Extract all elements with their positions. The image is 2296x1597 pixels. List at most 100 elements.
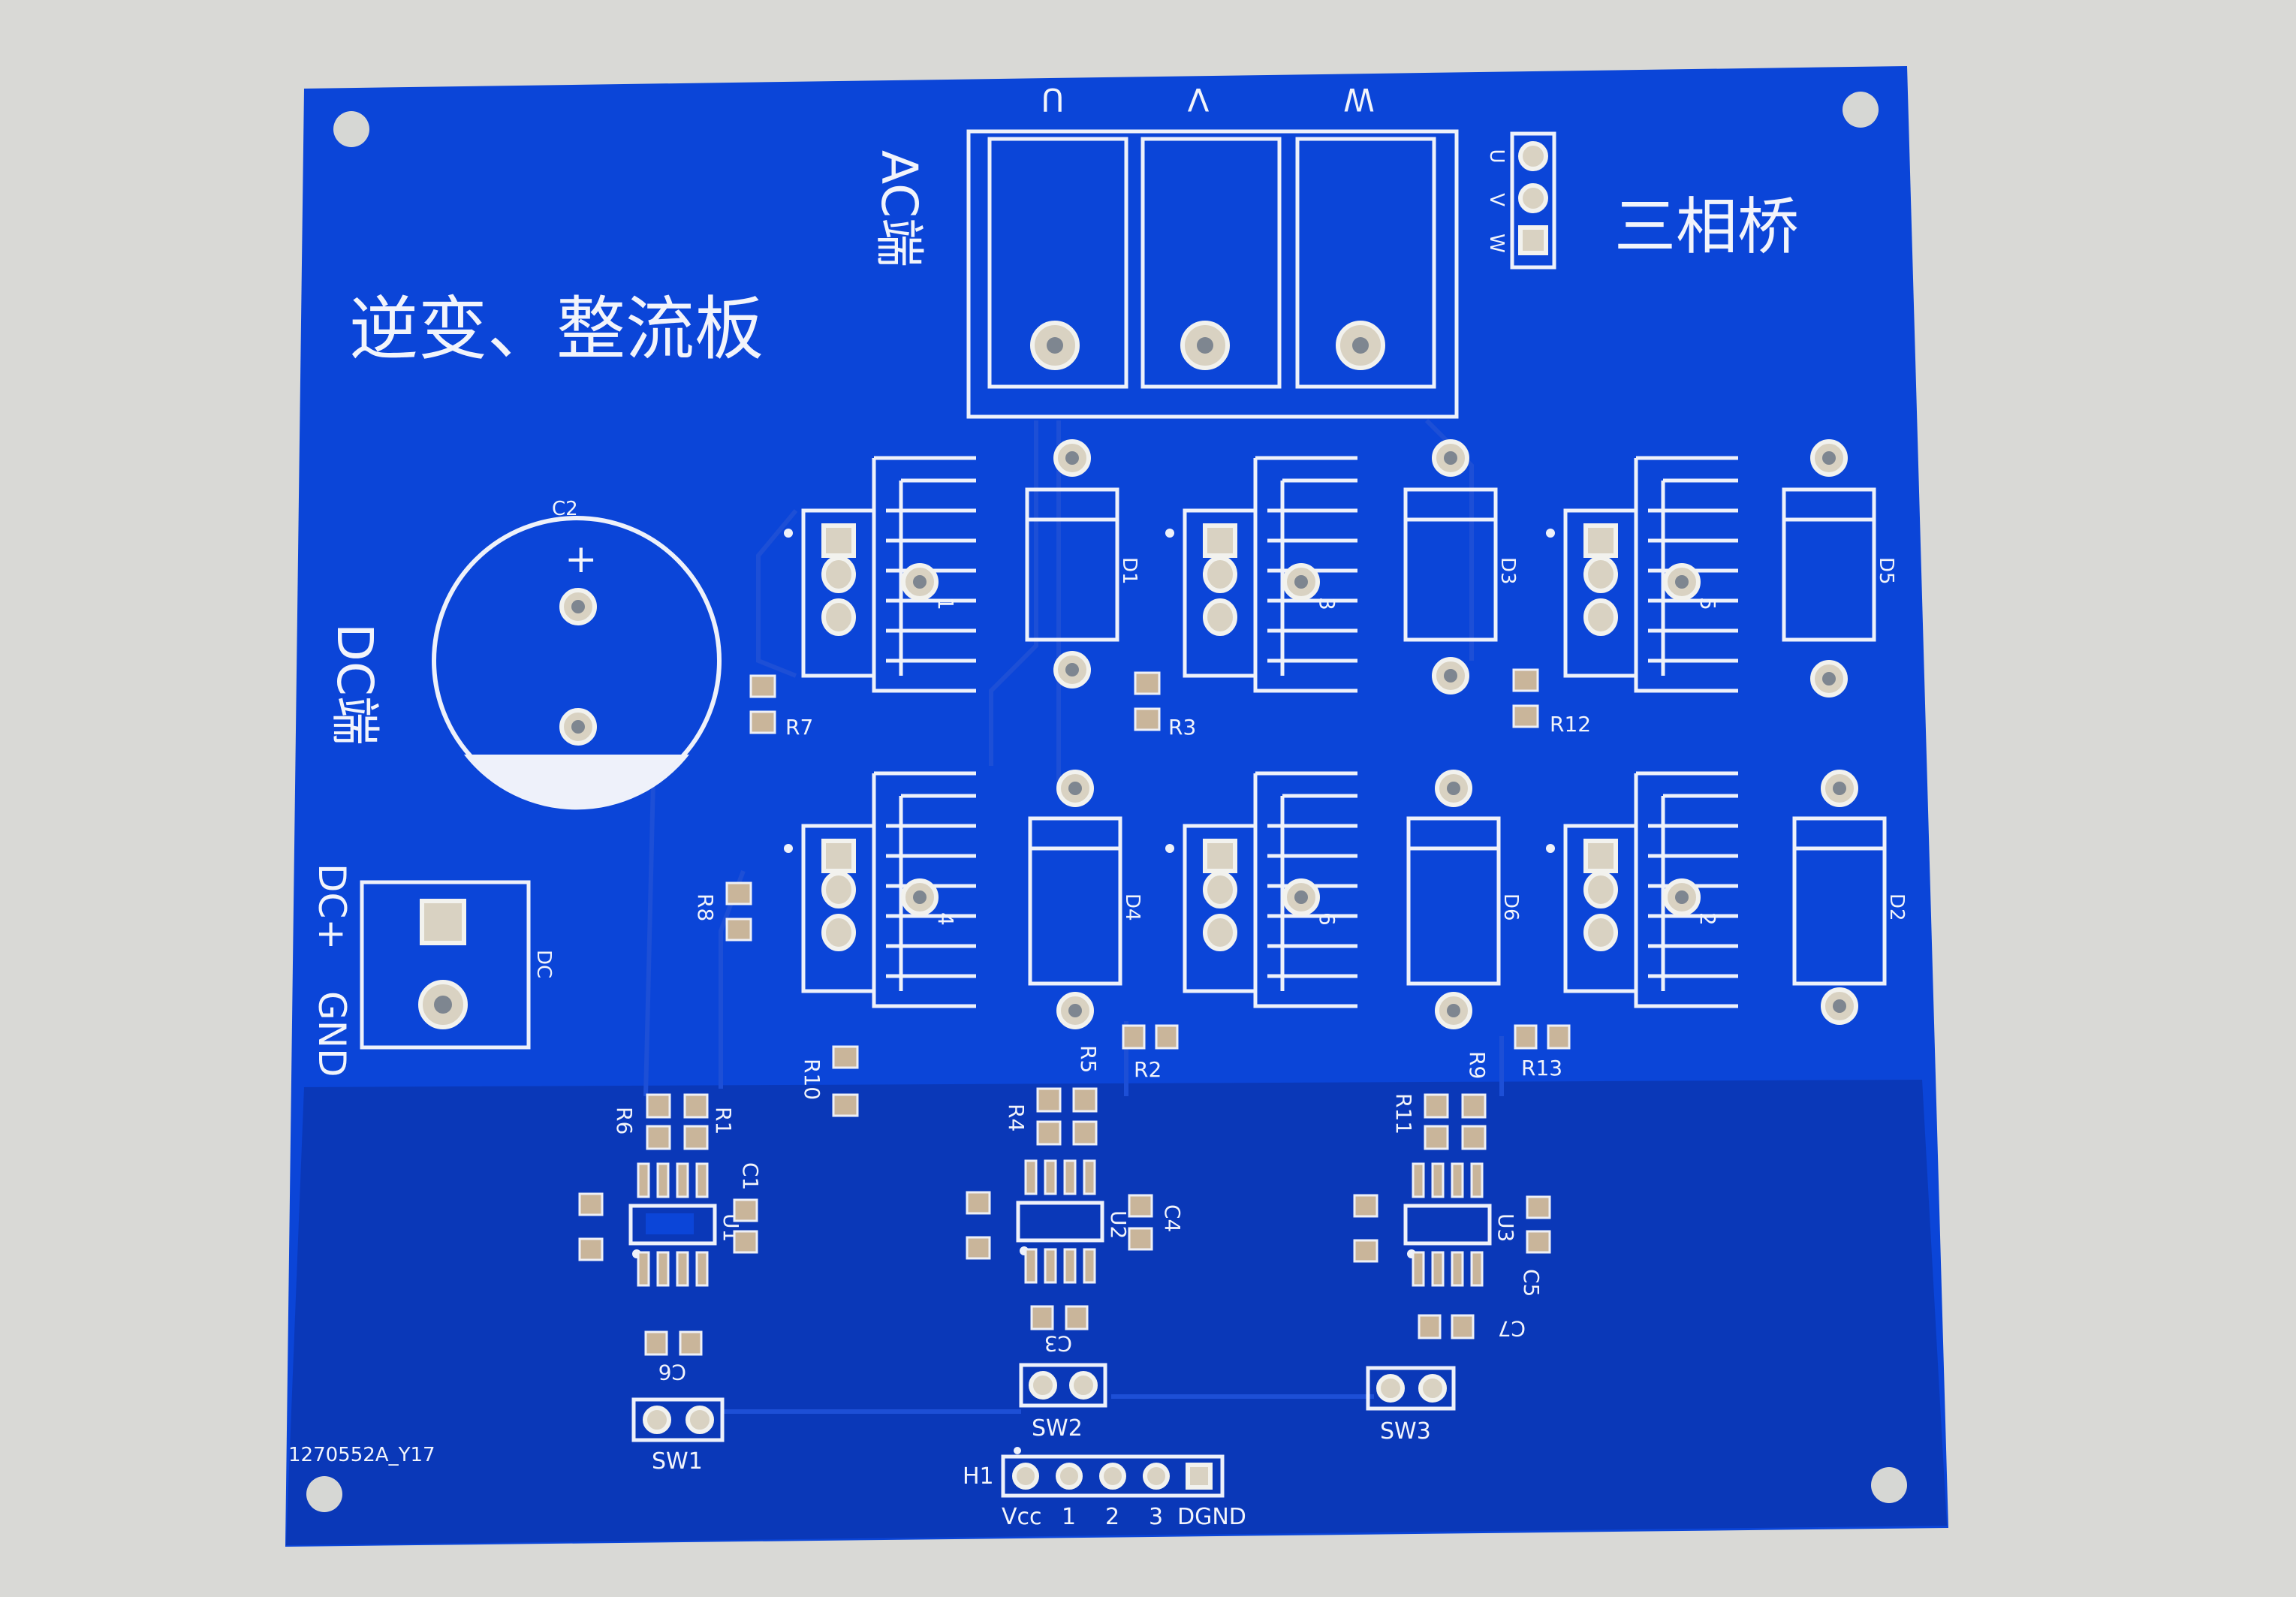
ic-u2: U2 <box>1016 1159 1131 1284</box>
diode-d6: D6 <box>1406 770 1522 1029</box>
mosfet-q3-ref: 3 <box>1315 597 1339 610</box>
board-title: 逆变、整流板 <box>349 289 764 369</box>
resistor-r1: R1 <box>683 1093 736 1150</box>
mosfet-q3: 3 <box>1165 456 1357 693</box>
diode-d2: D2 <box>1792 770 1908 1025</box>
svg-text:SW1: SW1 <box>652 1448 703 1475</box>
svg-text:R6: R6 <box>612 1107 637 1134</box>
dc-side-label: DC端 <box>326 623 384 746</box>
svg-text:R3: R3 <box>1168 715 1196 740</box>
resistor-r8: R8 <box>693 881 752 942</box>
zener-markers <box>578 1191 1379 1263</box>
svg-text:SW2: SW2 <box>1032 1415 1083 1442</box>
resistor-r13: R13 <box>1514 1024 1571 1080</box>
capacitor-c5: C6 <box>644 1330 703 1385</box>
svg-text:R7: R7 <box>785 715 813 740</box>
header-v-label: V <box>1485 193 1508 206</box>
dc-plus-label: DC+ <box>310 863 354 950</box>
svg-text:3: 3 <box>1149 1504 1163 1530</box>
svg-text:U2: U2 <box>1106 1210 1131 1239</box>
diode-d2-ref: D2 <box>1885 893 1908 921</box>
svg-text:R9: R9 <box>1465 1051 1490 1079</box>
bulk-capacitor: + C2 <box>432 498 722 810</box>
diode-d5: D5 <box>1782 439 1897 698</box>
diode-d3-ref: D3 <box>1496 557 1519 585</box>
capacitor-plus-sign: + <box>565 537 598 582</box>
resistor-r5: R5 <box>1072 1045 1101 1146</box>
dc-connector: DC+ GND DC <box>310 863 555 1077</box>
resistor-r4: R4 <box>1004 1087 1062 1146</box>
header-w-label: W <box>1485 234 1508 253</box>
resistor-r11: R11 <box>1391 1093 1449 1150</box>
switch-sw1: SW1 <box>631 1397 725 1475</box>
capacitor-c1: C1 <box>733 1162 763 1254</box>
ic-u1: U1 <box>628 1162 743 1287</box>
capacitor-c3: C3 <box>1030 1305 1089 1356</box>
svg-text:R1: R1 <box>711 1107 736 1134</box>
resistor-r9: R9 <box>1461 1051 1490 1150</box>
mosfet-q6-ref: 6 <box>1315 912 1339 926</box>
resistor-r3: R3 <box>1134 671 1196 740</box>
header-h1-ref: H1 <box>963 1463 994 1490</box>
mosfet-q4: 4 <box>784 771 976 1008</box>
part-code: 1270552A_Y17 <box>288 1444 435 1466</box>
resistor-r6: R6 <box>612 1093 671 1150</box>
header-h1: H1 Vcc 1 2 3 DGND <box>963 1447 1246 1530</box>
svg-text:Vcc: Vcc <box>1002 1504 1042 1530</box>
svg-text:2: 2 <box>1105 1504 1119 1530</box>
header-u-label: U <box>1485 149 1508 163</box>
capacitor-ref: C2 <box>552 498 578 520</box>
diode-d4-ref: D4 <box>1121 893 1143 921</box>
mosfet-q4-ref: 4 <box>933 912 958 926</box>
switch-sw3: SW3 <box>1366 1366 1456 1445</box>
diode-d4: D4 <box>1028 770 1143 1029</box>
svg-text:R5: R5 <box>1076 1045 1101 1073</box>
svg-text:U3: U3 <box>1493 1213 1518 1242</box>
svg-text:C5: C5 <box>1519 1269 1544 1297</box>
resistor-r10: R10 <box>800 1045 859 1117</box>
ac-side-label: AC端 <box>870 150 928 267</box>
diode-d1-ref: D1 <box>1118 557 1140 585</box>
svg-text:SW3: SW3 <box>1380 1418 1431 1445</box>
diode-d5-ref: D5 <box>1875 557 1897 585</box>
capacitor-c6: C5 <box>1519 1195 1551 1297</box>
svg-text:C3: C3 <box>1044 1331 1072 1356</box>
three-phase-bridge-label: 三相桥 <box>1614 191 1799 263</box>
mosfet-q1: 1 <box>784 456 976 693</box>
svg-text:R4: R4 <box>1004 1104 1029 1131</box>
phase-u-label: U <box>1041 81 1065 118</box>
diode-d6-ref: D6 <box>1499 893 1522 921</box>
svg-text:R8: R8 <box>693 893 718 921</box>
ac-terminal-block <box>966 129 1459 419</box>
mosfet-q1-ref: 1 <box>933 597 958 610</box>
mosfet-q2: 2 <box>1546 771 1738 1008</box>
capacitor-c7: C7 <box>1418 1314 1526 1341</box>
resistor-r12: R12 <box>1512 668 1591 737</box>
resistor-r7: R7 <box>749 674 813 740</box>
mounting-holes <box>306 92 1907 1512</box>
mosfet-q2-ref: 2 <box>1695 912 1720 926</box>
svg-text:C6: C6 <box>658 1360 686 1385</box>
gnd-label: GND <box>310 991 354 1077</box>
svg-text:R12: R12 <box>1550 712 1591 737</box>
phase-v-label: V <box>1187 81 1209 118</box>
svg-text:C7: C7 <box>1498 1316 1526 1341</box>
mosfet-q5: 5 <box>1546 456 1738 693</box>
switch-sw2: SW2 <box>1019 1363 1107 1442</box>
svg-text:R11: R11 <box>1391 1093 1416 1134</box>
traces <box>643 418 1504 1414</box>
svg-text:DGND: DGND <box>1177 1504 1246 1530</box>
svg-text:R2: R2 <box>1134 1057 1162 1082</box>
svg-text:R13: R13 <box>1521 1056 1562 1080</box>
phase-w-label: W <box>1343 81 1375 118</box>
svg-text:C4: C4 <box>1160 1204 1185 1232</box>
svg-text:C1: C1 <box>738 1162 763 1190</box>
svg-text:1: 1 <box>1062 1504 1076 1530</box>
diode-d1: D1 <box>1025 439 1140 689</box>
diode-d3: D3 <box>1403 439 1519 695</box>
svg-text:R10: R10 <box>800 1059 824 1100</box>
ic-u3: U3 <box>1403 1162 1518 1287</box>
resistor-r2: R2 <box>1122 1024 1179 1082</box>
uvw-pin-header: U V W <box>1485 131 1556 270</box>
